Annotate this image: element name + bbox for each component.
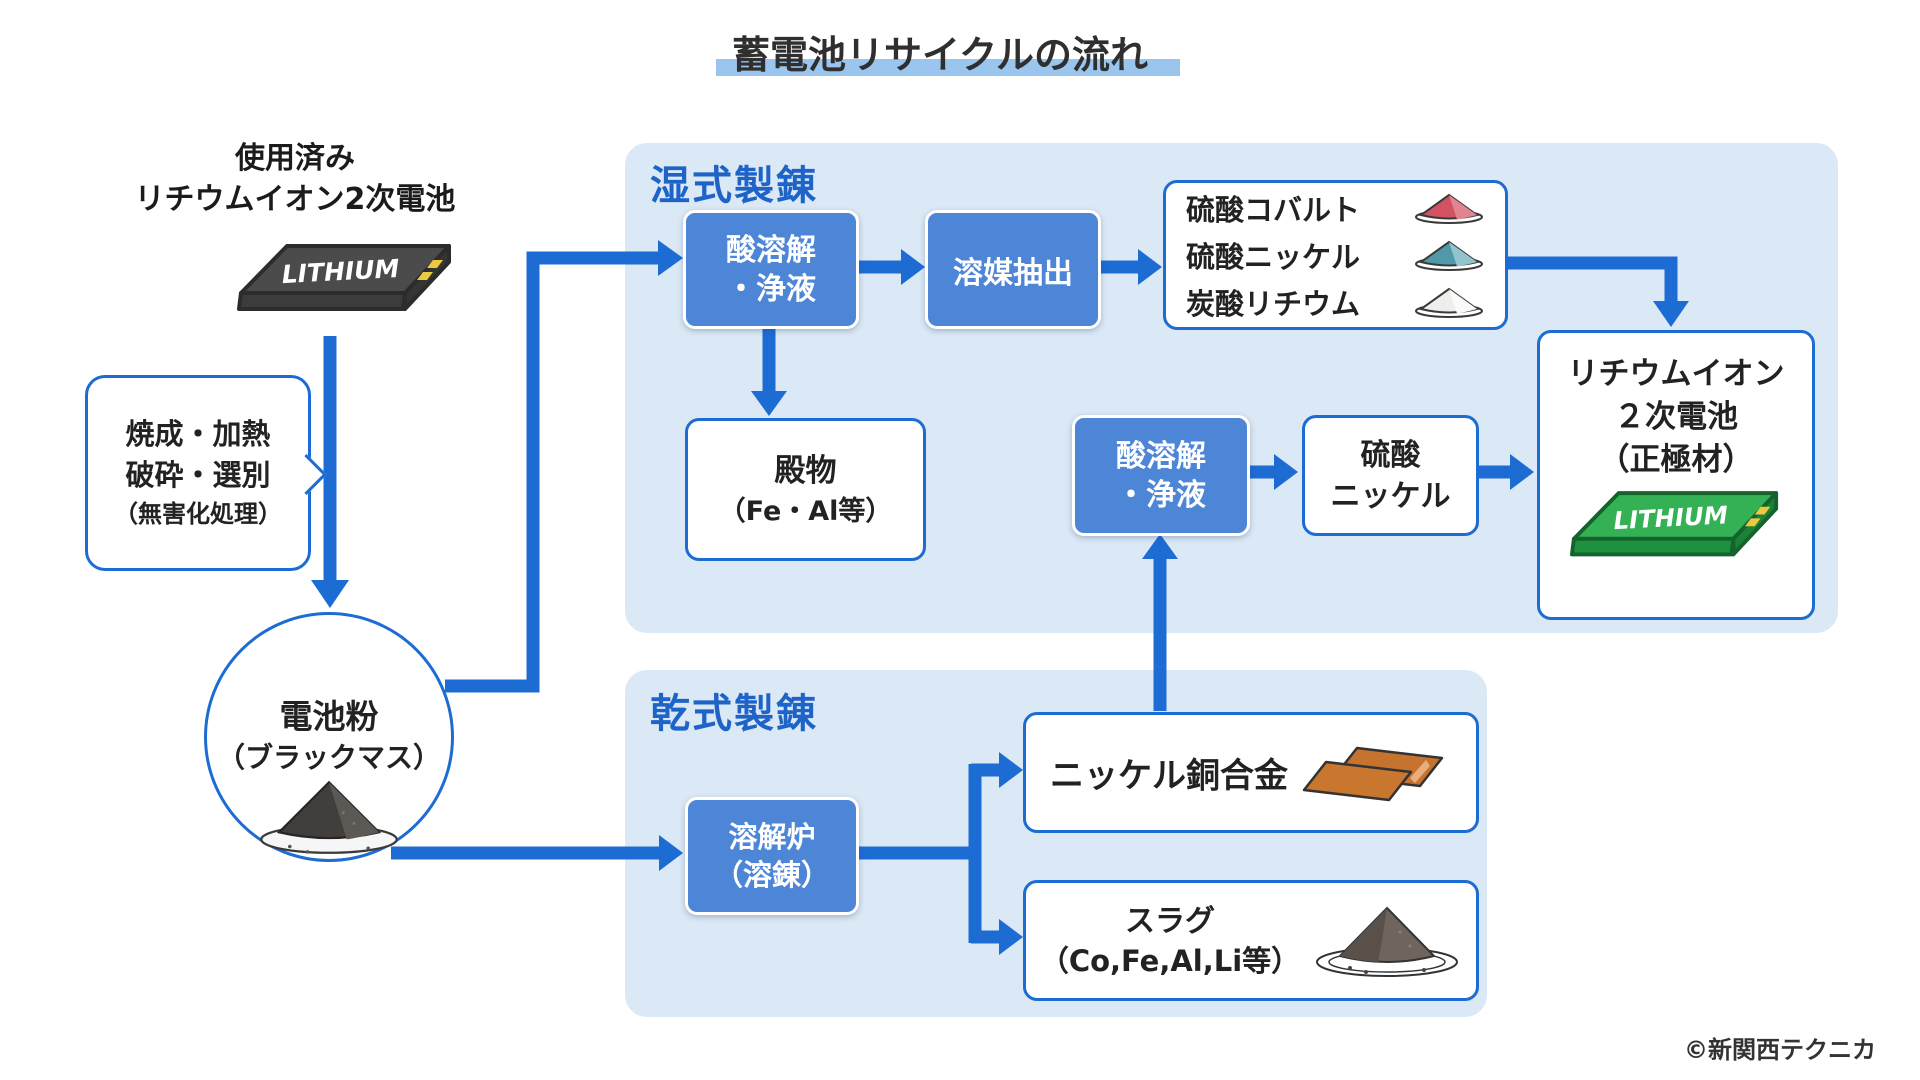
used-battery-label: 使用済み リチウムイオン2次電池 [134, 138, 456, 220]
arrow-products-to-cathode [1508, 256, 1678, 301]
battery-terminal [427, 260, 443, 268]
sulfate-products-box: 硫酸コバルト 硫酸ニッケル 炭酸リチウム [1163, 180, 1508, 330]
slag-pile-icon [1316, 906, 1459, 977]
copyright-text: ©新関西テクニカ [1684, 1036, 1876, 1064]
copper-plates-icon [1302, 746, 1444, 801]
copper-plate-highlight [1410, 759, 1430, 783]
page-title: 蓄電池リサイクルの流れ [731, 33, 1149, 77]
arrow-furnace-branches [853, 763, 999, 944]
copper-plate-front [1302, 760, 1413, 801]
product-row-cobalt-sulfate: 硫酸コバルト [1186, 185, 1485, 232]
sediment-line2: （Fe・Al等） [718, 495, 893, 527]
nickel-copper-alloy-box: ニッケル銅合金 [1023, 712, 1479, 833]
cathode-line3: （正極材） [1598, 442, 1754, 478]
nickel-sulfate-line2: ニッケル [1330, 478, 1451, 514]
nickel-sulfate-box: 硫酸 ニッケル [1302, 415, 1479, 536]
arrowhead-furnace-to-nicu [999, 752, 1023, 788]
slag-text: スラグ （Co,Fe,Al,Li等） [1040, 902, 1300, 980]
arrowhead-acid2-to-nisulfate [1274, 454, 1298, 490]
slag-line2: （Co,Fe,Al,Li等） [1039, 943, 1301, 978]
title-underline-bar [716, 59, 1180, 76]
arrowhead-acid1-to-sediment [751, 391, 787, 416]
pretreatment-line1: 焼成・加熱 [125, 417, 271, 451]
powder-pile-icon [1415, 193, 1483, 224]
arrow-blackmass-to-acid1 [445, 251, 658, 693]
sediment-line1: 殿物 [774, 452, 837, 489]
black-mass-line1: 電池粉 [279, 697, 379, 736]
arrowhead-battery-to-blackmass [311, 580, 349, 608]
slag-cone-shadow [1340, 907, 1388, 962]
battery-terminal [417, 272, 433, 280]
battery-front-face [237, 291, 407, 311]
arrowhead-nicu-to-acid2 [1142, 534, 1178, 559]
used-battery-line2: リチウムイオン2次電池 [134, 182, 456, 217]
powder-cone-highlight [329, 782, 379, 840]
nickel-sulfate-label: 硫酸ニッケル [1186, 240, 1361, 274]
product-row-nickel-sulfate: 硫酸ニッケル [1186, 232, 1485, 279]
pretreatment-box: 焼成・加熱 破砕・選別 （無害化処理） [85, 375, 311, 571]
powder-pile-icon [1415, 287, 1483, 318]
black-powder-pile-icon [260, 780, 398, 854]
lithium-carbonate-label: 炭酸リチウム [1186, 287, 1361, 321]
acid1-line1: 酸溶解 [726, 232, 816, 268]
dry-smelting-label: 乾式製錬 [650, 691, 818, 737]
arrowhead-solvent-to-products [1138, 249, 1162, 285]
used-battery-line1: 使用済み [235, 141, 355, 176]
wet-smelting-label: 湿式製錬 [650, 163, 818, 209]
furnace-line2: （溶錬） [713, 858, 830, 892]
sediment-box: 殿物 （Fe・Al等） [685, 418, 926, 561]
melting-furnace-box: 溶解炉 （溶錬） [685, 797, 859, 915]
battery-brand-text: LITHIUM [1613, 500, 1729, 535]
product-row-lithium-carbonate: 炭酸リチウム [1186, 279, 1485, 326]
cathode-line2: ２次電池 [1614, 399, 1738, 435]
acid2-line2: ・浄液 [1116, 477, 1206, 513]
battery-front-face [1570, 536, 1736, 557]
pretreatment-line3: （無害化処理） [114, 500, 282, 528]
used-battery-icon: LITHIUM [237, 244, 451, 311]
black-mass-line2: （ブラックマス） [216, 741, 441, 774]
arrowhead-acid1-to-solvent [901, 249, 925, 285]
slag-box: スラグ （Co,Fe,Al,Li等） [1023, 880, 1479, 1001]
slag-line1: スラグ [1125, 903, 1215, 939]
arrowhead-products-to-cathode [1653, 301, 1689, 327]
battery-terminal [1745, 518, 1761, 527]
solvent-extraction-box: 溶媒抽出 [925, 210, 1101, 329]
powder-pile-icon [1415, 240, 1483, 271]
battery-brand-text: LITHIUM [281, 254, 400, 289]
arrowhead-nisulfate-to-cathode [1510, 454, 1534, 490]
battery-terminal [1754, 506, 1771, 515]
acid-dissolution-1-box: 酸溶解 ・浄液 [683, 210, 859, 329]
nickel-copper-alloy-label: ニッケル銅合金 [1050, 756, 1288, 796]
pretreatment-line2: 破砕・選別 [125, 458, 271, 492]
black-mass-circle: 電池粉 （ブラックマス） [204, 612, 454, 862]
acid2-line1: 酸溶解 [1116, 438, 1206, 474]
nickel-sulfate-line1: 硫酸 [1360, 437, 1421, 473]
arrowhead-blackmass-to-furnace [659, 835, 683, 871]
acid-dissolution-2-box: 酸溶解 ・浄液 [1072, 415, 1250, 536]
acid1-line2: ・浄液 [726, 271, 816, 307]
arrowhead-blackmass-to-acid1 [658, 240, 683, 276]
cathode-line1: リチウムイオン [1567, 356, 1785, 392]
solvent-extraction-label: 溶媒抽出 [953, 255, 1073, 291]
green-battery-icon: LITHIUM [1570, 491, 1779, 557]
cathode-battery-box: リチウムイオン ２次電池 （正極材） LITHIUM [1537, 330, 1815, 620]
arrowhead-furnace-to-slag [999, 919, 1023, 955]
furnace-line1: 溶解炉 [728, 820, 816, 854]
cobalt-sulfate-label: 硫酸コバルト [1186, 193, 1361, 227]
